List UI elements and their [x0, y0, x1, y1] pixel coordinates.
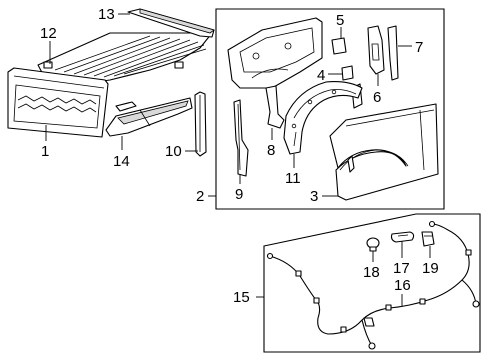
part-3-outer-side-panel	[329, 103, 439, 201]
part-10-corner-post	[194, 91, 207, 157]
callout-16: 16	[394, 277, 411, 294]
part-19-connector	[421, 231, 435, 247]
group-box-2	[215, 8, 445, 210]
callout-5: 5	[336, 12, 344, 29]
part-4-plate	[341, 65, 354, 81]
callout-12: 12	[40, 25, 57, 42]
part-inner-side-panel	[227, 17, 323, 89]
group-box-15	[263, 213, 481, 353]
part-7-strip	[387, 25, 399, 81]
part-17-clip	[390, 231, 415, 243]
callout-1: 1	[41, 143, 49, 160]
callout-7: 7	[415, 39, 423, 56]
part-8-bracket	[265, 85, 285, 129]
part-9-front-pillar	[233, 99, 249, 177]
callout-9: 9	[235, 186, 243, 203]
part-5-bracket	[331, 37, 347, 55]
callout-18: 18	[363, 264, 380, 281]
callout-3: 3	[310, 188, 318, 205]
callout-14: 14	[113, 153, 130, 170]
callout-2: 2	[196, 188, 204, 205]
callout-8: 8	[267, 142, 275, 159]
callout-19: 19	[422, 260, 439, 277]
callout-4: 4	[317, 67, 325, 84]
callout-15: 15	[233, 289, 250, 306]
part-13-front-rail	[127, 8, 215, 38]
part-1-front-panel	[7, 67, 109, 138]
callout-11: 11	[285, 170, 301, 187]
part-16-harness	[266, 220, 480, 350]
callout-17: 17	[393, 260, 410, 277]
part-18-plug	[366, 237, 380, 252]
callout-10: 10	[165, 143, 182, 160]
part-14-crossmember	[105, 97, 193, 137]
part-6-reinforcement	[367, 25, 385, 75]
callout-13: 13	[98, 6, 115, 23]
part-11-wheelhouse	[283, 81, 363, 155]
callout-6: 6	[373, 89, 381, 106]
